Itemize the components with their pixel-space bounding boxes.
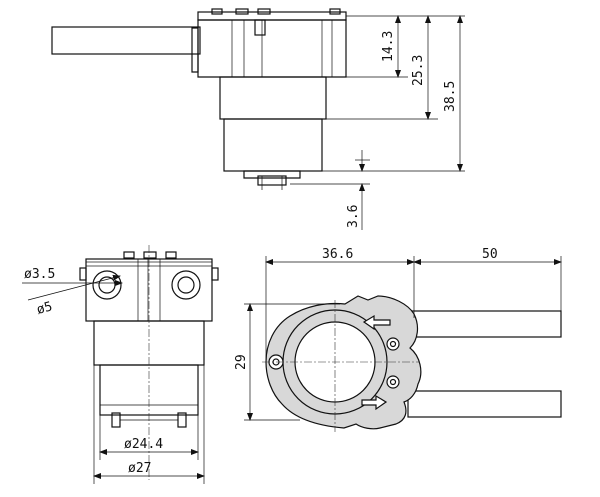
side-view: 14.3 25.3 38.5 3.6 bbox=[51, 8, 465, 230]
side-tube bbox=[51, 26, 201, 55]
side-terminal bbox=[257, 175, 287, 186]
dim-dia-3-5: ø3.5 bbox=[24, 267, 55, 282]
top-flow-arrow-right bbox=[361, 394, 388, 411]
top-view: 36.6 50 29 bbox=[234, 247, 562, 432]
top-flow-arrow-left bbox=[362, 314, 391, 331]
dim-50: 50 bbox=[482, 247, 498, 262]
front-view: ø3.5 ø5 ø24.4 ø27 bbox=[22, 245, 219, 484]
dim-25-3: 25.3 bbox=[411, 55, 426, 86]
top-tube-upper bbox=[407, 310, 562, 338]
dim-dia-27: ø27 bbox=[128, 461, 151, 476]
side-cap bbox=[197, 11, 347, 21]
front-hole-left-outer bbox=[92, 270, 122, 300]
dim-3-6: 3.6 bbox=[346, 205, 361, 228]
dim-dia-24-4: ø24.4 bbox=[124, 437, 163, 452]
dim-36-6: 36.6 bbox=[322, 247, 353, 262]
side-pump-head bbox=[197, 19, 347, 78]
dim-14-3: 14.3 bbox=[381, 31, 396, 62]
top-tube-lower bbox=[407, 390, 562, 418]
dim-dia-5: ø5 bbox=[35, 299, 54, 318]
side-motor-upper bbox=[219, 76, 327, 120]
top-screw-lower-right bbox=[386, 375, 400, 389]
side-motor-lower bbox=[223, 118, 323, 172]
top-screw-upper-right bbox=[386, 337, 400, 351]
dim-38-5: 38.5 bbox=[443, 81, 458, 112]
dim-29: 29 bbox=[234, 354, 249, 370]
